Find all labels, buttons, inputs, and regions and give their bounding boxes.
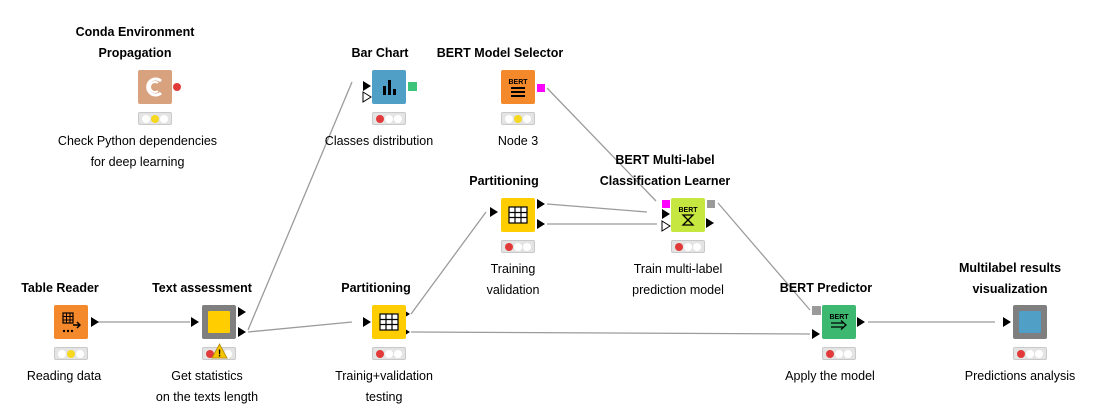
part1-status-light xyxy=(372,347,406,360)
predictor-node-description[interactable]: Apply the model xyxy=(785,369,875,383)
predictor-node-title: BERT Predictor xyxy=(779,281,873,295)
edge-part2-to-learner-data[interactable] xyxy=(546,203,648,213)
edge-learner-to-predictor[interactable] xyxy=(717,202,811,311)
metanode-icon xyxy=(208,311,230,333)
reader-out-port[interactable] xyxy=(91,317,99,327)
bar-node-description[interactable]: Classes distribution xyxy=(324,134,434,148)
learner-in-port-model[interactable] xyxy=(662,200,670,208)
part2-out-port-2[interactable] xyxy=(537,219,545,229)
learner-node-title: BERT Multi-label Classification Learner xyxy=(599,153,731,188)
predictor-in-port-data[interactable] xyxy=(812,329,820,339)
viz-node-description[interactable]: Predictions analysis xyxy=(964,369,1076,383)
viz-status-light xyxy=(1013,347,1047,360)
text-node[interactable] xyxy=(202,305,236,339)
part2-out-port-1[interactable] xyxy=(537,199,545,209)
bar-in-port-data[interactable] xyxy=(363,81,371,91)
partition-icon xyxy=(379,313,399,331)
text-node-title: Text assessment xyxy=(152,281,252,295)
part2-node-description[interactable]: Training validation xyxy=(486,262,540,297)
bert-predictor-icon: BERT xyxy=(829,314,849,330)
partition-icon xyxy=(508,206,528,224)
predictor-out-port[interactable] xyxy=(857,317,865,327)
conda-status-light xyxy=(138,112,172,125)
learner-status-light xyxy=(671,240,705,253)
bar-chart-icon xyxy=(383,80,396,95)
learner-in-port-valid[interactable] xyxy=(661,220,671,232)
learner-in-port-data[interactable] xyxy=(662,209,670,219)
selector-status-light xyxy=(501,112,535,125)
selector-node[interactable]: BERT xyxy=(501,70,535,104)
learner-out-port-2[interactable] xyxy=(706,218,714,228)
viz-node[interactable] xyxy=(1013,305,1047,339)
bert-list-icon: BERT xyxy=(508,79,528,97)
bar-out-port[interactable] xyxy=(408,82,417,91)
bar-node-title: Bar Chart xyxy=(351,46,409,60)
conda-node[interactable] xyxy=(138,70,172,104)
reader-node-description[interactable]: Reading data xyxy=(26,369,102,383)
edge-selector-to-learner[interactable] xyxy=(546,87,657,202)
bar-node[interactable] xyxy=(372,70,406,104)
text-node-description[interactable]: Get statistics on the texts length xyxy=(155,369,259,404)
edge-text-to-bar[interactable] xyxy=(247,81,353,331)
viz-in-port[interactable] xyxy=(1003,317,1011,327)
bar-status-light xyxy=(372,112,406,125)
table-read-icon xyxy=(62,312,81,333)
selector-out-port[interactable] xyxy=(537,84,545,92)
warning-icon-text: ! xyxy=(218,349,221,360)
text-out-port-1[interactable] xyxy=(238,307,246,317)
reader-node[interactable] xyxy=(54,305,88,339)
learner-node-description[interactable]: Train multi-label prediction model xyxy=(632,262,724,297)
bert-icon-text: BERT xyxy=(508,79,528,86)
selector-node-description[interactable]: Node 3 xyxy=(497,134,539,148)
part1-in-port[interactable] xyxy=(363,317,371,327)
reader-status-light xyxy=(54,347,88,360)
edge-text-to-part1[interactable] xyxy=(247,321,353,333)
predictor-node[interactable]: BERT xyxy=(822,305,856,339)
ports xyxy=(91,81,1011,339)
predictor-in-port-model[interactable] xyxy=(812,306,821,315)
text-in-port[interactable] xyxy=(191,317,199,327)
part2-node-title: Partitioning xyxy=(469,174,539,188)
component-icon xyxy=(1019,311,1041,333)
part1-node-title: Partitioning xyxy=(341,281,411,295)
reader-node-title: Table Reader xyxy=(21,281,99,295)
part2-in-port[interactable] xyxy=(490,207,498,217)
conda-flowvar-port[interactable] xyxy=(173,83,181,91)
text-out-port-2[interactable] xyxy=(238,327,246,337)
bert-icon-text: BERT xyxy=(829,314,849,321)
predictor-status-light xyxy=(822,347,856,360)
edge-part1-to-predictor[interactable] xyxy=(410,331,811,335)
viz-node-title: Multilabel results visualization xyxy=(958,261,1062,296)
selector-node-title: BERT Model Selector xyxy=(436,46,564,60)
part2-node[interactable] xyxy=(501,198,535,232)
conda-node-title: Conda Environment Propagation xyxy=(75,25,195,60)
learner-out-port[interactable] xyxy=(707,200,715,208)
learner-node[interactable]: BERT xyxy=(671,198,705,232)
part1-node[interactable] xyxy=(372,305,406,339)
warning-icon[interactable]: ! xyxy=(211,343,228,360)
edge-part1-to-part2[interactable] xyxy=(410,211,487,315)
part1-node-description[interactable]: Trainig+validation testing xyxy=(335,369,433,404)
connections xyxy=(98,81,995,335)
python-icon xyxy=(146,77,162,97)
bert-learner-icon: BERT xyxy=(678,207,698,226)
conda-node-description[interactable]: Check Python dependencies for deep learn… xyxy=(57,134,218,169)
bar-in-port-color[interactable] xyxy=(362,91,372,103)
part2-status-light xyxy=(501,240,535,253)
bert-icon-text: BERT xyxy=(678,207,698,214)
